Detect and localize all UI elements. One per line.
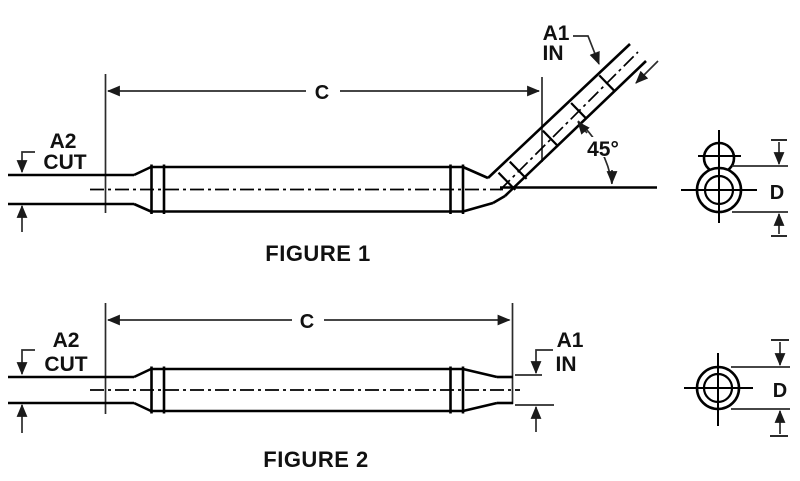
label-in: IN	[556, 353, 577, 376]
figure1-dimension-a1: A1 IN	[543, 22, 600, 66]
a2-arrow-top	[16, 151, 35, 174]
figure2-splice-body	[8, 366, 520, 414]
angled-cable-bottom-edge	[504, 60, 647, 197]
label-a2: A2	[50, 130, 77, 153]
label-d: D	[773, 380, 787, 402]
taper-left-top	[133, 165, 152, 177]
figure1-dimension-a2: A2 CUT	[16, 130, 87, 232]
label-a1: A1	[543, 22, 570, 45]
figure2-dimension-c: C	[104, 303, 514, 414]
figure2-dimension-a1: A1 IN	[515, 329, 584, 432]
figure2-end-view	[684, 353, 753, 426]
figure1-dimension-angle: 45°	[577, 120, 622, 185]
label-cut: CUT	[43, 151, 86, 174]
figure1-splice-body	[8, 164, 506, 214]
label-a1: A1	[557, 329, 584, 352]
joint-tick-2	[509, 160, 528, 180]
taper-left-top	[133, 367, 152, 379]
taper-right-top	[462, 165, 489, 180]
angled-cable-top-edge	[487, 43, 631, 179]
label-c: C	[300, 311, 314, 333]
figure1-drawing: C	[8, 22, 788, 266]
figure1-dimension-d: D	[732, 139, 788, 237]
taper-left-bottom	[133, 202, 152, 213]
a2-arrow-top	[16, 349, 35, 376]
figure1-caption: FIGURE 1	[265, 241, 370, 266]
taper-right-bottom	[462, 401, 498, 413]
figure2-drawing: C A2 CUT	[8, 303, 790, 472]
figure2-dimension-a2: A2 CUT	[16, 329, 88, 433]
cable-end-arrow	[635, 60, 659, 84]
strand-tick-1	[542, 129, 560, 148]
a1-arrow-top	[530, 349, 553, 375]
taper-right-top	[462, 367, 498, 379]
a1-leader-arrow	[573, 35, 600, 66]
strand-tick-3	[598, 74, 616, 92]
label-in: IN	[543, 42, 564, 65]
figure1-dimension-c: C	[104, 74, 543, 213]
bend-corner	[492, 194, 506, 205]
figure1-end-view	[681, 130, 757, 223]
label-cut: CUT	[44, 353, 87, 376]
angle-arrow-top	[577, 121, 590, 135]
taper-right-bottom	[462, 201, 494, 213]
figure1-cable-angled	[487, 43, 659, 197]
figure2-dimension-d: D	[731, 339, 790, 437]
label-backing	[584, 137, 622, 157]
label-c: C	[315, 82, 329, 104]
taper-left-bottom	[133, 401, 152, 413]
label-d: D	[770, 182, 784, 204]
strand-tick-2	[570, 102, 588, 120]
figure2-caption: FIGURE 2	[263, 447, 368, 472]
joint-tick-1	[497, 171, 517, 191]
label-a2: A2	[53, 329, 80, 352]
label-45deg: 45°	[587, 138, 619, 161]
angled-cable-centerline	[499, 51, 639, 191]
